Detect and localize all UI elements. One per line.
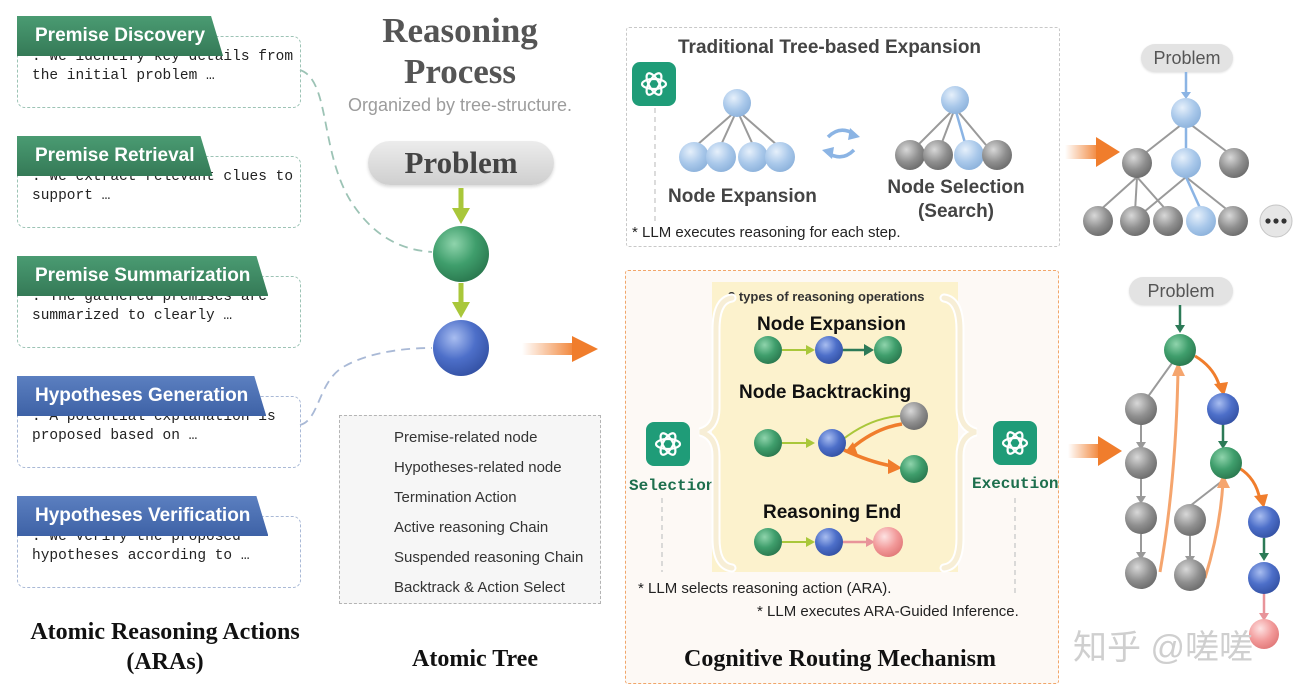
orange-arrow-icon	[1065, 137, 1120, 167]
ara-caption-line1: Atomic Reasoning Actions	[30, 619, 300, 645]
ara-card-hypotheses-generation: : A potential explanation is proposed ba…	[17, 376, 301, 468]
ara-title: Premise Discovery	[17, 16, 223, 56]
legend-label: Suspended reasoning Chain	[394, 549, 584, 566]
legend-item-backtrack: Backtrack & Action Select	[352, 577, 602, 599]
legend-label: Backtrack & Action Select	[394, 579, 565, 596]
hypothesis-node	[433, 320, 489, 376]
traditional-note: * LLM executes reasoning for each step.	[632, 224, 901, 241]
hypothesis-connector	[299, 347, 433, 426]
traditional-expansion-panel	[626, 27, 1060, 247]
ara-title: Hypotheses Generation	[17, 376, 266, 416]
reasoning-title-line1: Reasoning	[382, 11, 538, 50]
ara-card-premise-retrieval: : We extract relevant clues to support ……	[17, 136, 301, 228]
node-expansion-label: Node Expansion	[668, 186, 817, 207]
node-selection-label: Node Selection (Search)	[883, 176, 1029, 224]
node-selection-line2: (Search)	[917, 201, 995, 222]
orange-arrow-icon	[1068, 436, 1122, 466]
reasoning-process-title: Reasoning Process	[330, 10, 590, 92]
op-expansion-label: Node Expansion	[757, 314, 906, 335]
trad-root-node	[723, 89, 751, 117]
ara-card-premise-summarization: : The gathered premises are summarized t…	[17, 256, 301, 348]
ara-card-premise-discovery: : We identify key details from the initi…	[17, 16, 301, 108]
crm-problem-node: Problem	[1129, 277, 1233, 305]
legend-item-premise: Premise-related node	[352, 427, 602, 449]
crm-caption: Cognitive Routing Mechanism	[684, 646, 996, 672]
premise-node	[433, 226, 489, 282]
ara-card-hypotheses-verification: : We verify the proposed hypotheses acco…	[17, 496, 301, 588]
chatgpt-logo-icon	[646, 422, 690, 466]
ops-title: 3 types of reasoning operations	[728, 289, 925, 304]
ara-title: Premise Retrieval	[17, 136, 213, 176]
ellipsis-icon	[1259, 204, 1293, 238]
legend-label: Active reasoning Chain	[394, 519, 549, 536]
watermark: 知乎 @嗟嗟	[1073, 629, 1253, 667]
reasoning-title-line2: Process	[403, 52, 517, 91]
selection-label: Selection	[629, 477, 716, 495]
legend-label: Premise-related node	[394, 429, 538, 446]
crm-note-execution: * LLM executes ARA-Guided Inference.	[757, 603, 1019, 620]
op-end-label: Reasoning End	[763, 502, 902, 523]
chatgpt-logo-icon	[993, 421, 1037, 465]
execution-label: Execution	[972, 475, 1059, 493]
tree-problem-node: Problem	[1141, 44, 1233, 72]
ara-caption: Atomic Reasoning Actions (ARAs)	[0, 617, 330, 677]
legend-item-active-chain: Active reasoning Chain	[352, 517, 602, 539]
ara-caption-line2: (ARAs)	[126, 649, 204, 675]
right-graphics	[654, 72, 1293, 649]
chatgpt-logo-icon	[632, 62, 676, 106]
traditional-title: Traditional Tree-based Expansion	[678, 37, 982, 58]
crm-note-selection: * LLM selects reasoning action (ARA).	[638, 580, 892, 597]
problem-node: Problem	[368, 141, 554, 185]
reasoning-subtitle: Organized by tree-structure.	[347, 95, 573, 115]
ara-title: Hypotheses Verification	[17, 496, 268, 536]
op-backtracking-label: Node Backtracking	[739, 382, 912, 403]
atomic-tree-caption: Atomic Tree	[412, 646, 538, 672]
legend-item-hypothesis: Hypotheses-related node	[352, 457, 602, 479]
legend-label: Termination Action	[394, 489, 517, 506]
node-selection-line1: Node Selection	[887, 177, 1025, 198]
orange-arrow-icon	[522, 336, 598, 362]
legend-box: Premise-related node Hypotheses-related …	[339, 415, 601, 604]
legend-item-suspended-chain: Suspended reasoning Chain	[352, 547, 602, 569]
ara-title: Premise Summarization	[17, 256, 268, 296]
legend-label: Hypotheses-related node	[394, 459, 562, 476]
premise-connector	[299, 69, 433, 253]
legend-item-termination: Termination Action	[352, 487, 602, 509]
